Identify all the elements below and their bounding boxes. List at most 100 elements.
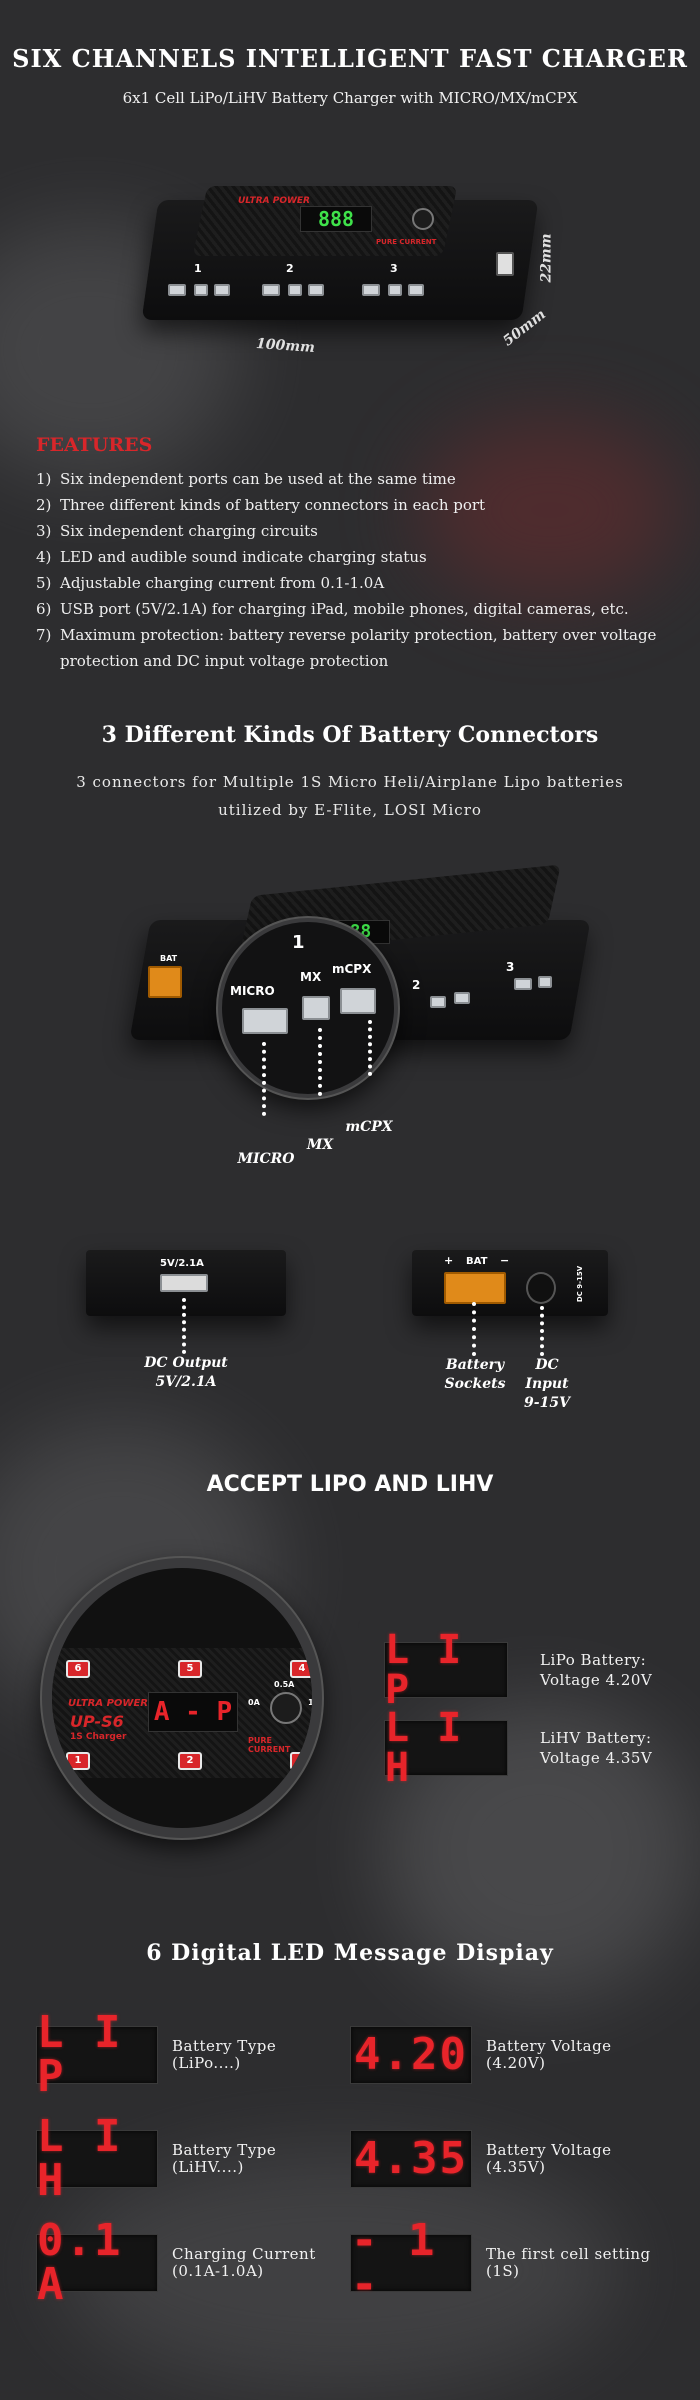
top-led-display: 888 [300, 206, 372, 232]
mx-port [302, 996, 330, 1020]
port-number-1: 1 [194, 262, 202, 275]
micro-port [514, 978, 532, 990]
port-number-3: 3 [390, 262, 398, 275]
list-item: 1)Six independent ports can be used at t… [36, 470, 456, 488]
mx-port [288, 284, 302, 296]
connectors-section: 3 Different Kinds Of Battery Connectors … [0, 722, 700, 824]
connectors-desc-line1: 3 connectors for Multiple 1S Micro Heli/… [76, 773, 624, 791]
port-magnifier: 1 MICRO MX mCPX [218, 918, 398, 1098]
list-item: 7)Maximum protection: battery reverse po… [36, 626, 657, 670]
port-badge: 4 [290, 1660, 312, 1678]
lipo-led-display: L I P [384, 1630, 508, 1710]
pure-current-label: PURE CURRENT [248, 1736, 291, 1754]
mcpx-port [408, 284, 424, 296]
port-number-1: 1 [292, 932, 305, 953]
magnifier-led-display: A - P [148, 1692, 238, 1732]
mx-port [538, 976, 552, 988]
mcpx-port [308, 284, 324, 296]
pointer-battery [472, 1302, 476, 1356]
feature-list: 1)Six independent ports can be used at t… [36, 466, 676, 674]
mcpx-label: mCPX [332, 962, 372, 976]
xt60-bat-socket [148, 966, 182, 998]
micro-port [168, 284, 186, 296]
micro-port [362, 284, 380, 296]
pointer-mx [318, 1028, 322, 1096]
mcpx-port [340, 988, 376, 1014]
current-knob [270, 1692, 302, 1724]
caption-mcpx: mCPX [345, 1119, 393, 1135]
led-display-cell: - 1 - [350, 2219, 472, 2307]
bat-label: BAT [160, 954, 178, 963]
mx-port [194, 284, 208, 296]
mx-label: MX [300, 970, 322, 984]
model-sub: 1S Charger [70, 1732, 127, 1742]
connectors-heading: 3 Different Kinds Of Battery Connectors [101, 722, 599, 748]
port-badge: 1 [66, 1752, 90, 1770]
brand-logo: ULTRA POWER [238, 196, 310, 206]
dc-in-text: DC 9-15V [576, 1265, 585, 1303]
port-badge: 6 [66, 1660, 90, 1678]
micro-port [262, 284, 280, 296]
led-desc-lihv: Battery Type(LiHV....) [172, 2141, 277, 2176]
bat-plus: + [444, 1254, 454, 1267]
led-display-lihv: L I H [36, 2115, 158, 2203]
led-desc-lipo: Battery Type(LiPo....) [172, 2037, 277, 2072]
list-item: 4)LED and audible sound indicate chargin… [36, 548, 427, 566]
port-badge: 2 [178, 1752, 202, 1770]
caption-battery-sockets: Battery Sockets [444, 1357, 506, 1392]
bat-text: BAT [466, 1256, 488, 1267]
list-item: 5)Adjustable charging current from 0.1-1… [36, 574, 385, 592]
usb-output-view: 5V/2.1A DC Output 5V/2.1A [86, 1250, 286, 1400]
port-number-2: 2 [412, 978, 421, 992]
bat-minus: − [500, 1254, 510, 1267]
port-number-3: 3 [506, 960, 515, 974]
lihv-led-display: L I H [384, 1708, 508, 1788]
caption-dc-output: DC Output 5V/2.1A [144, 1355, 228, 1390]
pointer-dc-input [540, 1306, 544, 1356]
features-heading: FEATURES [36, 434, 153, 456]
dimension-height: 22mm [538, 233, 555, 283]
mcpx-port [214, 284, 230, 296]
led-display-voltage-435: 4.35 [350, 2130, 472, 2188]
micro-label: MICRO [230, 984, 275, 998]
led-heading: 6 Digital LED Message Dispiay [146, 1940, 554, 1966]
port-badge: 3 [290, 1752, 312, 1770]
xt60-bat-socket [444, 1272, 506, 1304]
led-display-current: 0.1 A [36, 2219, 158, 2307]
led-section: 6 Digital LED Message Dispiay [0, 1940, 700, 1966]
page-subtitle: 6x1 Cell LiPo/LiHV Battery Charger with … [122, 89, 578, 107]
usb-label: 5V/2.1A [160, 1258, 204, 1269]
device-connectors-view: 888 BAT 2 3 1 MICRO MX mCPX MICRO MX mCP… [129, 864, 600, 1190]
mx-port [430, 996, 446, 1008]
pure-current-label: PURE CURRENT [376, 238, 437, 246]
led-display-lipo: L I P [36, 2011, 158, 2099]
caption-mx: MX [306, 1137, 334, 1153]
device-top-view: ULTRA POWER 888 PURE CURRENT 1 2 3 100mm… [141, 180, 555, 356]
pointer-mcpx [368, 1020, 372, 1076]
display-magnifier: 6 5 4 ULTRA POWER UP-S6 1S Charger A - P… [42, 1558, 322, 1838]
caption-micro: MICRO [237, 1151, 295, 1167]
brand-logo: ULTRA POWER [68, 1698, 148, 1709]
current-max-label: 1A [308, 1698, 320, 1707]
dimension-length: 100mm [255, 335, 316, 357]
led-desc-voltage-420: Battery Voltage(4.20V) [486, 2037, 612, 2072]
pointer-usb [182, 1298, 186, 1354]
current-knob [412, 208, 434, 230]
led-display-voltage-420: 4.20 [350, 2026, 472, 2084]
list-item: 6)USB port (5V/2.1A) for charging iPad, … [36, 600, 629, 618]
mx-port [388, 284, 402, 296]
port-number-2: 2 [286, 262, 294, 275]
pointer-micro [262, 1042, 266, 1116]
usb-port [160, 1274, 208, 1292]
micro-port [242, 1008, 288, 1034]
led-desc-cell: The first cell setting(1S) [486, 2245, 651, 2280]
caption-dc-input: DC Input 9-15V [524, 1357, 570, 1411]
dc-input-jack [526, 1272, 556, 1304]
page-title: SIX CHANNELS INTELLIGENT FAST CHARGER [12, 44, 688, 73]
header: SIX CHANNELS INTELLIGENT FAST CHARGER 6x… [0, 44, 700, 107]
features-section: FEATURES 1)Six independent ports can be … [36, 434, 676, 674]
current-mid-label: 0.5A [274, 1680, 295, 1689]
lipo-desc: LiPo Battery: Voltage 4.20V [540, 1651, 653, 1689]
led-desc-current: Charging Current(0.1A-1.0A) [172, 2245, 316, 2280]
accept-heading: ACCEPT LIPO AND LIHV [206, 1472, 494, 1497]
